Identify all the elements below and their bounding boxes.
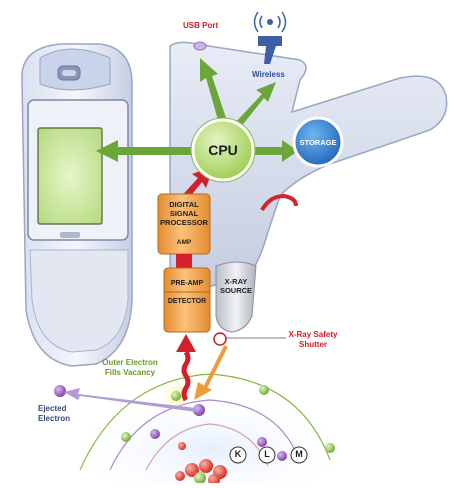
badge-l <box>258 446 276 464</box>
shell-badges <box>229 446 308 464</box>
data-flow-arrows <box>96 58 298 162</box>
detector-block <box>163 267 211 333</box>
storage-label: STORAGE <box>299 138 337 147</box>
shell-k-label: K <box>234 449 242 459</box>
ejected-electron <box>54 385 66 397</box>
arrow-cpu-to-display <box>96 140 196 162</box>
shell-l <box>109 399 301 471</box>
fluorescence-arrow <box>176 334 196 402</box>
cpu-label: CPU <box>208 142 238 158</box>
badge-k <box>229 446 247 464</box>
detector-label: DETECTOR <box>167 298 207 305</box>
analyzer-gun-body <box>169 41 448 302</box>
trigger <box>260 193 298 212</box>
outer-electron-label: Outer Electron Fills Vacancy <box>102 358 158 377</box>
dsp-preamp-link <box>176 254 192 268</box>
arrow-ejected-electron <box>64 388 196 412</box>
handheld-device <box>21 43 133 367</box>
usb-port-label: USB Port <box>183 21 219 30</box>
shell-l-label: L <box>264 449 270 459</box>
arrow-cpu-to-wireless <box>234 82 276 128</box>
xray-shutter-label: X-Ray Safety Shutter <box>288 330 338 349</box>
pre-amp-label: PRE-AMP <box>170 280 204 287</box>
atom-diagram <box>54 373 360 488</box>
shutter-marker <box>213 332 227 346</box>
xray-beam-arrow <box>194 345 228 400</box>
dsp-label: DIGITAL SIGNAL PROCESSOR <box>160 200 208 227</box>
storage-node <box>292 116 344 168</box>
xray-source-block <box>215 261 257 333</box>
arrow-cpu-to-usb <box>200 58 226 120</box>
amp-label: AMP <box>176 239 192 246</box>
xray-source-label: X-RAY SOURCE <box>219 277 253 295</box>
device-screen <box>37 127 103 225</box>
shell-k <box>145 423 269 471</box>
usb-port-icon <box>193 41 207 51</box>
wireless-antenna-icon <box>253 11 287 64</box>
cpu-node <box>191 118 255 182</box>
wireless-label: Wireless <box>252 70 285 79</box>
shell-m-label: M <box>295 449 303 459</box>
arrow-cpu-to-storage <box>250 140 298 162</box>
ejected-electron-label: Ejected Electron <box>38 404 71 423</box>
badge-m <box>290 446 308 464</box>
